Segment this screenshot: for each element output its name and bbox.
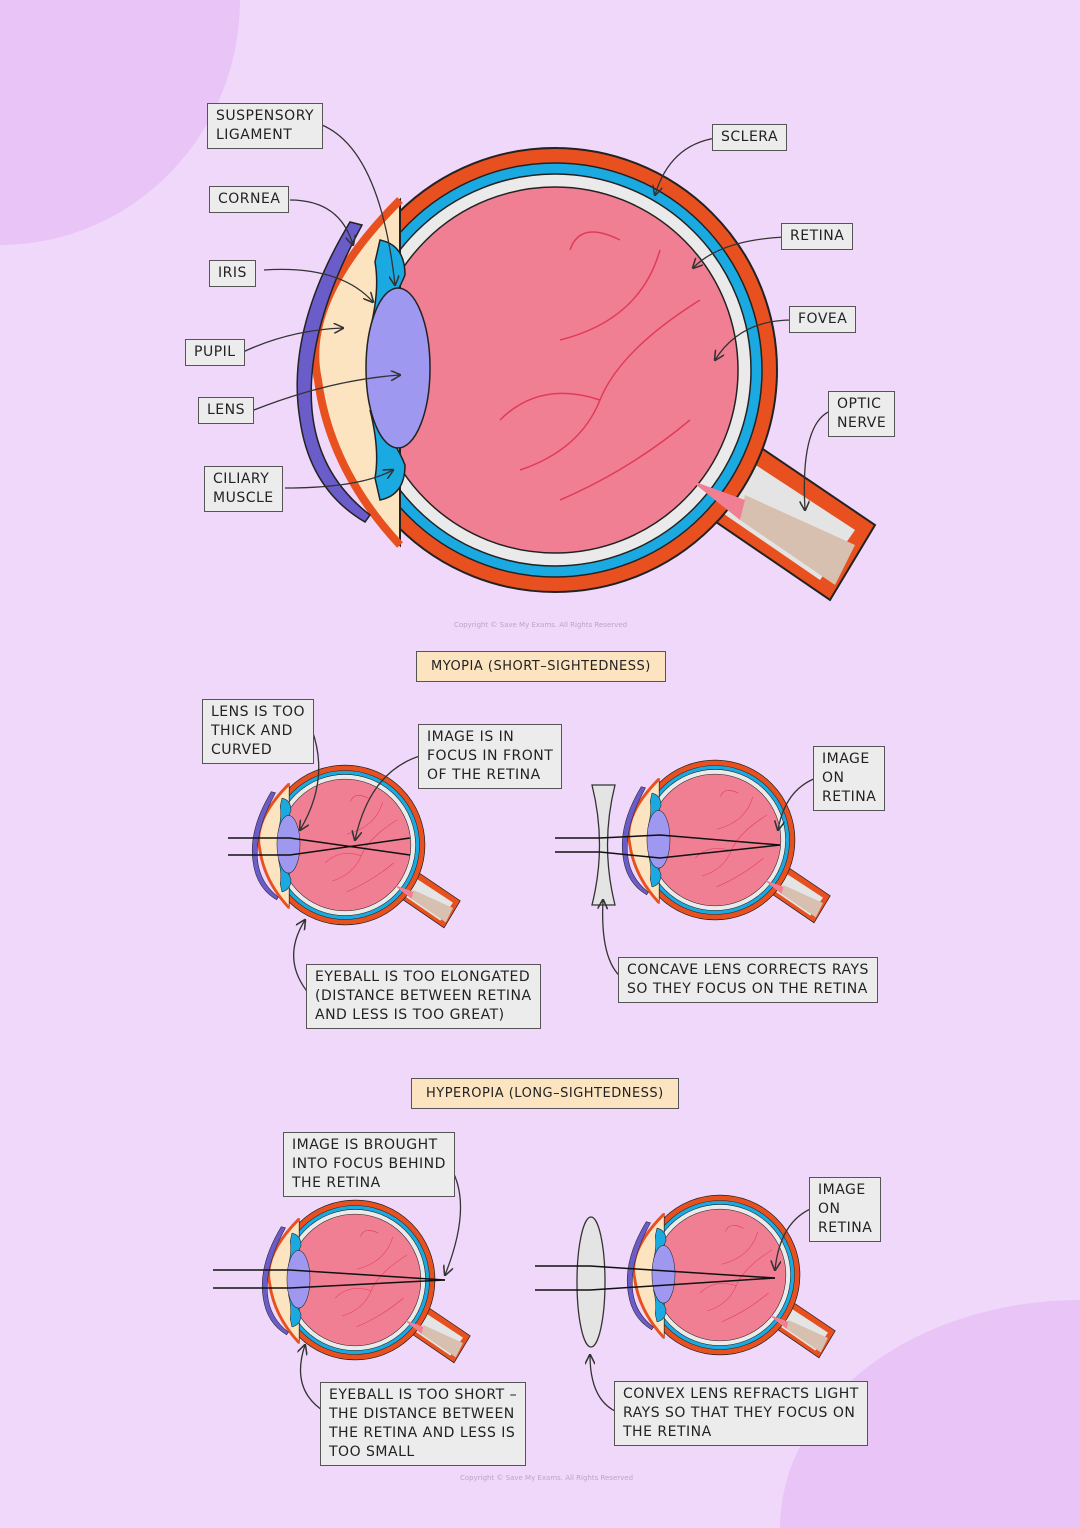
main-eye-diagram [297,148,875,600]
label-lens-too-thick: LENS IS TOO THICK AND CURVED [202,699,315,764]
label-fovea: FOVEA [789,306,857,333]
concave-lens [591,784,616,906]
label-eyeball-elongated: EYEBALL IS TOO ELONGATED (DISTANCE BETWE… [306,964,541,1029]
copyright-text: Copyright © Save My Exams. All Rights Re… [454,621,628,629]
copyright-text-bottom: Copyright © Save My Exams. All Rights Re… [460,1474,634,1482]
myopia-rays [228,834,781,859]
label-iris: IRIS [209,260,256,287]
label-lens: LENS [198,397,255,424]
label-optic-nerve: OPTIC NERVE [828,391,896,437]
myopia-corrected-eye [620,758,832,925]
label-sclera: SCLERA [712,124,788,151]
label-pupil: PUPIL [185,339,245,366]
label-retina: RETINA [781,223,854,250]
hyperopia-eye [260,1198,472,1365]
main-leader-lines [242,124,834,510]
label-concave-lens-corrects: CONCAVE LENS CORRECTS RAYS SO THEY FOCUS… [618,957,878,1003]
myopia-eye [250,763,462,930]
convex-lens [576,1216,606,1348]
hyperopia-corrected-eye [625,1193,837,1360]
myopia-title: MYOPIA (SHORT–SIGHTEDNESS) [416,651,666,682]
label-focus-in-front: IMAGE IS IN FOCUS IN FRONT OF THE RETINA [418,724,563,789]
hyperopia-rays [213,1265,776,1291]
label-image-on-retina-hyperopia: IMAGE ON RETINA [809,1177,882,1242]
label-convex-lens-refracts: CONVEX LENS REFRACTS LIGHT RAYS SO THAT … [614,1381,868,1446]
label-suspensory-ligament: SUSPENSORY LIGAMENT [207,103,324,149]
label-eyeball-too-short: EYEBALL IS TOO SHORT – THE DISTANCE BETW… [320,1382,527,1466]
label-cornea: CORNEA [209,186,290,213]
label-focus-behind: IMAGE IS BROUGHT INTO FOCUS BEHIND THE R… [283,1132,455,1197]
myopia-leader-lines [293,729,817,996]
hyperopia-title: HYPEROPIA (LONG–SIGHTEDNESS) [411,1078,679,1109]
label-ciliary-muscle: CILIARY MUSCLE [204,466,283,512]
label-image-on-retina-myopia: IMAGE ON RETINA [813,746,886,811]
